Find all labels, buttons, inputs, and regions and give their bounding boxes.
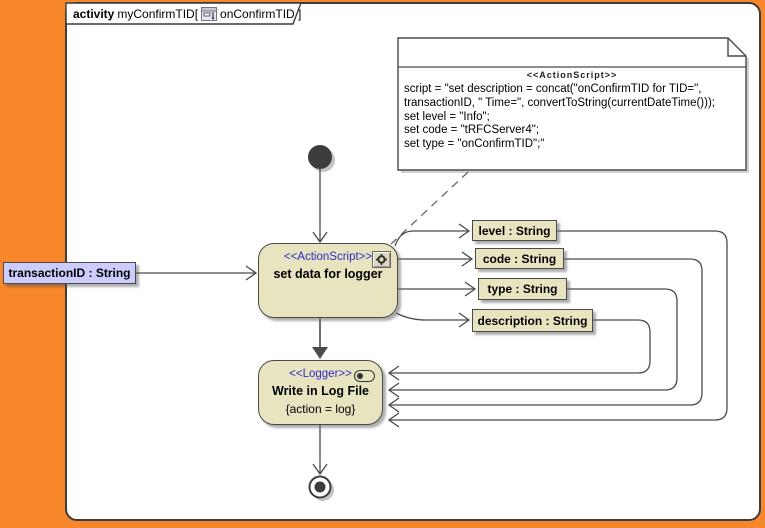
- object-node-level[interactable]: level : String: [472, 220, 557, 241]
- logger-stereotype: <<Logger>>: [289, 368, 352, 380]
- note-dogear: [727, 38, 746, 57]
- object-node-code[interactable]: code : String: [475, 248, 564, 269]
- object-node-label: type : String: [487, 282, 558, 296]
- activity-final-node[interactable]: [308, 475, 335, 502]
- edge-level-to-logger[interactable]: [387, 230, 728, 428]
- frame-activity-name: myConfirmTID[: [117, 7, 199, 21]
- note-line: set code = "tRFCServer4";: [404, 124, 540, 137]
- edge-description-to-logger[interactable]: [387, 319, 651, 381]
- note-line: set type = "onConfirmTID";": [404, 138, 545, 151]
- logger-name: Write in Log File: [272, 384, 369, 398]
- note-content: <<ActionScript>> script = "set descripti…: [400, 70, 744, 152]
- edge-logger-to-final[interactable]: [312, 425, 328, 476]
- logger-constraint: {action = log}: [285, 402, 356, 416]
- edge-action-to-type[interactable]: [398, 281, 477, 297]
- note-line: script = "set description = concat("onCo…: [404, 83, 702, 95]
- note-shape[interactable]: [397, 37, 749, 173]
- object-node-label: code : String: [482, 251, 557, 266]
- frame-diagram-ref: onConfirmTID ]: [220, 7, 302, 21]
- input-pin-label: transactionID : String: [8, 266, 131, 280]
- action-stereotype: <<ActionScript>>: [283, 251, 373, 263]
- object-node-label: level : String: [478, 223, 551, 238]
- initial-node[interactable]: [308, 145, 335, 172]
- edge-action-to-code[interactable]: [398, 251, 474, 267]
- diagram-frame-tab-shape[interactable]: [65, 2, 303, 25]
- note-line: transactionID, " Time=", convertToString…: [404, 96, 715, 109]
- input-pin-transactionid[interactable]: transactionID : String: [3, 262, 136, 284]
- object-node-label: description : String: [477, 313, 588, 328]
- diagram-frame-tab[interactable]: activity myConfirmTID[ onConfirmTID ]: [73, 6, 301, 22]
- edge-code-to-logger[interactable]: [387, 258, 703, 413]
- note-stereotype: <<ActionScript>>: [526, 70, 618, 80]
- edge-start-to-action[interactable]: [312, 169, 328, 244]
- gear-icon: [372, 251, 391, 268]
- action-node-set-data-for-logger[interactable]: <<ActionScript>> set data for logger: [258, 243, 398, 318]
- activity-diagram-icon: [201, 7, 218, 21]
- edge-note-anchor[interactable]: [390, 171, 469, 245]
- edge-action-to-level[interactable]: [394, 223, 471, 247]
- object-pill-icon: [354, 370, 375, 382]
- note-line: set level = "Info";: [404, 110, 490, 123]
- action-node-write-in-log-file[interactable]: <<Logger>> Write in Log File {action = l…: [258, 360, 383, 425]
- action-name: set data for logger: [273, 267, 383, 281]
- edge-transactionid-to-action[interactable]: [136, 265, 258, 281]
- edge-action-to-description[interactable]: [395, 312, 471, 328]
- object-node-type[interactable]: type : String: [478, 278, 567, 300]
- frame-keyword: activity: [73, 7, 115, 21]
- edge-type-to-logger[interactable]: [387, 288, 678, 398]
- object-node-description[interactable]: description : String: [472, 309, 593, 332]
- edge-action-to-logger[interactable]: [312, 318, 328, 359]
